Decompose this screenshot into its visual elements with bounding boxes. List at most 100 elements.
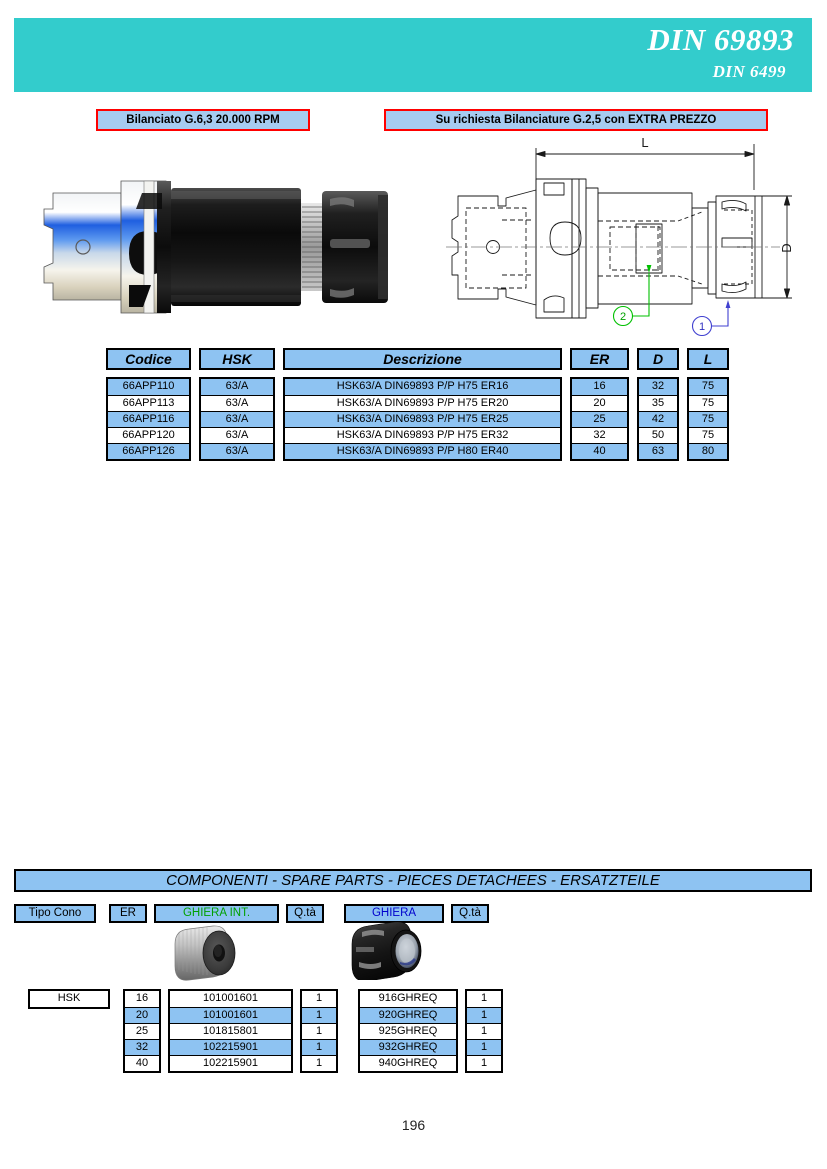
length-dimension-label: L (641, 135, 648, 150)
table-cell: 16 (572, 379, 627, 395)
table-cell: 66APP110 (108, 379, 189, 395)
table-cell: 32 (125, 1039, 159, 1055)
table-cell: 20 (572, 395, 627, 411)
svg-text:2: 2 (620, 311, 626, 323)
table-cell: 75 (689, 379, 727, 395)
table-cell: 1 (467, 1039, 501, 1055)
column-header-ghiera-int: GHIERA INT. (154, 904, 279, 923)
column-header-tipo-cono: Tipo Cono (14, 904, 96, 923)
table-cell: 20 (125, 1007, 159, 1023)
callout-2-marker: 2 (612, 265, 652, 327)
table-cell: 66APP120 (108, 427, 189, 443)
table-cell: 925GHREQ (360, 1023, 456, 1039)
column-header-qta-1: Q.tà (286, 904, 324, 923)
table-cell: 102215901 (170, 1055, 291, 1071)
table-cell: 1 (302, 1023, 336, 1039)
column-header-ghiera: GHIERA (344, 904, 444, 923)
table-cell: 932GHREQ (360, 1039, 456, 1055)
table-cell: 916GHREQ (360, 991, 456, 1007)
svg-text:1: 1 (699, 321, 705, 333)
page-subtitle: DIN 6499 (712, 62, 786, 81)
page-title: DIN 69893 (647, 22, 794, 57)
callout-1-marker: 1 (691, 300, 731, 337)
table-cell: 40 (125, 1055, 159, 1071)
column-header-hsk: HSK (199, 348, 275, 370)
table-cell: 25 (125, 1023, 159, 1039)
table-cell: 63/A (201, 443, 273, 459)
table-cell: 1 (467, 991, 501, 1007)
table-cell: HSK63/A DIN69893 P/P H75 ER32 (285, 427, 560, 443)
table-cell: 66APP126 (108, 443, 189, 459)
table-cell: HSK63/A DIN69893 P/P H75 ER25 (285, 411, 560, 427)
page-number: 196 (401, 1117, 426, 1133)
table-cell: 35 (639, 395, 677, 411)
ghiera-int-part-image (157, 922, 253, 984)
on-request-balancing-banner: Su richiesta Bilanciature G.2,5 con EXTR… (384, 109, 768, 131)
table-cell: 920GHREQ (360, 1007, 456, 1023)
table-cell: 75 (689, 411, 727, 427)
table-cell: HSK63/A DIN69893 P/P H75 ER20 (285, 395, 560, 411)
table-cell: 25 (572, 411, 627, 427)
column-header-l: L (687, 348, 729, 370)
column-header-descrizione: Descrizione (283, 348, 562, 370)
product-table-header-row: Codice HSK Descrizione ER D L (106, 348, 729, 370)
table-cell: 101815801 (170, 1023, 291, 1039)
balanced-spec-banner: Bilanciato G.6,3 20.000 RPM (96, 109, 310, 131)
column-header-codice: Codice (106, 348, 191, 370)
table-cell: 1 (302, 1007, 336, 1023)
ghiera-part-image (340, 918, 436, 982)
table-cell: 1 (467, 1023, 501, 1039)
table-cell: HSK63/A DIN69893 P/P H80 ER40 (285, 443, 560, 459)
tool-holder-technical-drawing: 2 1 L D (440, 132, 825, 337)
table-cell: 63/A (201, 427, 273, 443)
table-cell: 16 (125, 991, 159, 1007)
table-cell: 42 (639, 411, 677, 427)
column-header-er: ER (570, 348, 629, 370)
table-cell: 50 (639, 427, 677, 443)
table-cell: 63/A (201, 411, 273, 427)
table-cell: 66APP116 (108, 411, 189, 427)
table-cell: 80 (689, 443, 727, 459)
table-cell: 1 (302, 1039, 336, 1055)
table-cell: HSK63/A DIN69893 P/P H75 ER16 (285, 379, 560, 395)
table-cell: 63/A (201, 379, 273, 395)
table-cell: 1 (302, 991, 336, 1007)
column-body-tipo-cono: HSK (28, 989, 110, 1009)
table-cell: 40 (572, 443, 627, 459)
table-cell: 101001601 (170, 991, 291, 1007)
table-cell: 1 (467, 1055, 501, 1071)
table-cell: 63/A (201, 395, 273, 411)
table-cell: 75 (689, 395, 727, 411)
table-cell: 1 (302, 1055, 336, 1071)
table-cell: 66APP113 (108, 395, 189, 411)
spare-parts-title: COMPONENTI - SPARE PARTS - PIECES DETACH… (14, 869, 812, 892)
cone-type-cell: HSK (30, 991, 108, 1007)
column-header-d: D (637, 348, 679, 370)
table-cell: 1 (467, 1007, 501, 1023)
header-band: DIN 69893 DIN 6499 (14, 18, 812, 92)
table-cell: 102215901 (170, 1039, 291, 1055)
tool-holder-3d-render (26, 155, 401, 335)
column-header-qta-2: Q.tà (451, 904, 489, 923)
table-cell: 32 (639, 379, 677, 395)
table-cell: 75 (689, 427, 727, 443)
column-header-sp-er: ER (109, 904, 147, 923)
table-cell: 63 (639, 443, 677, 459)
diameter-dimension-label: D (779, 243, 794, 252)
table-cell: 101001601 (170, 1007, 291, 1023)
table-cell: 940GHREQ (360, 1055, 456, 1071)
table-cell: 32 (572, 427, 627, 443)
